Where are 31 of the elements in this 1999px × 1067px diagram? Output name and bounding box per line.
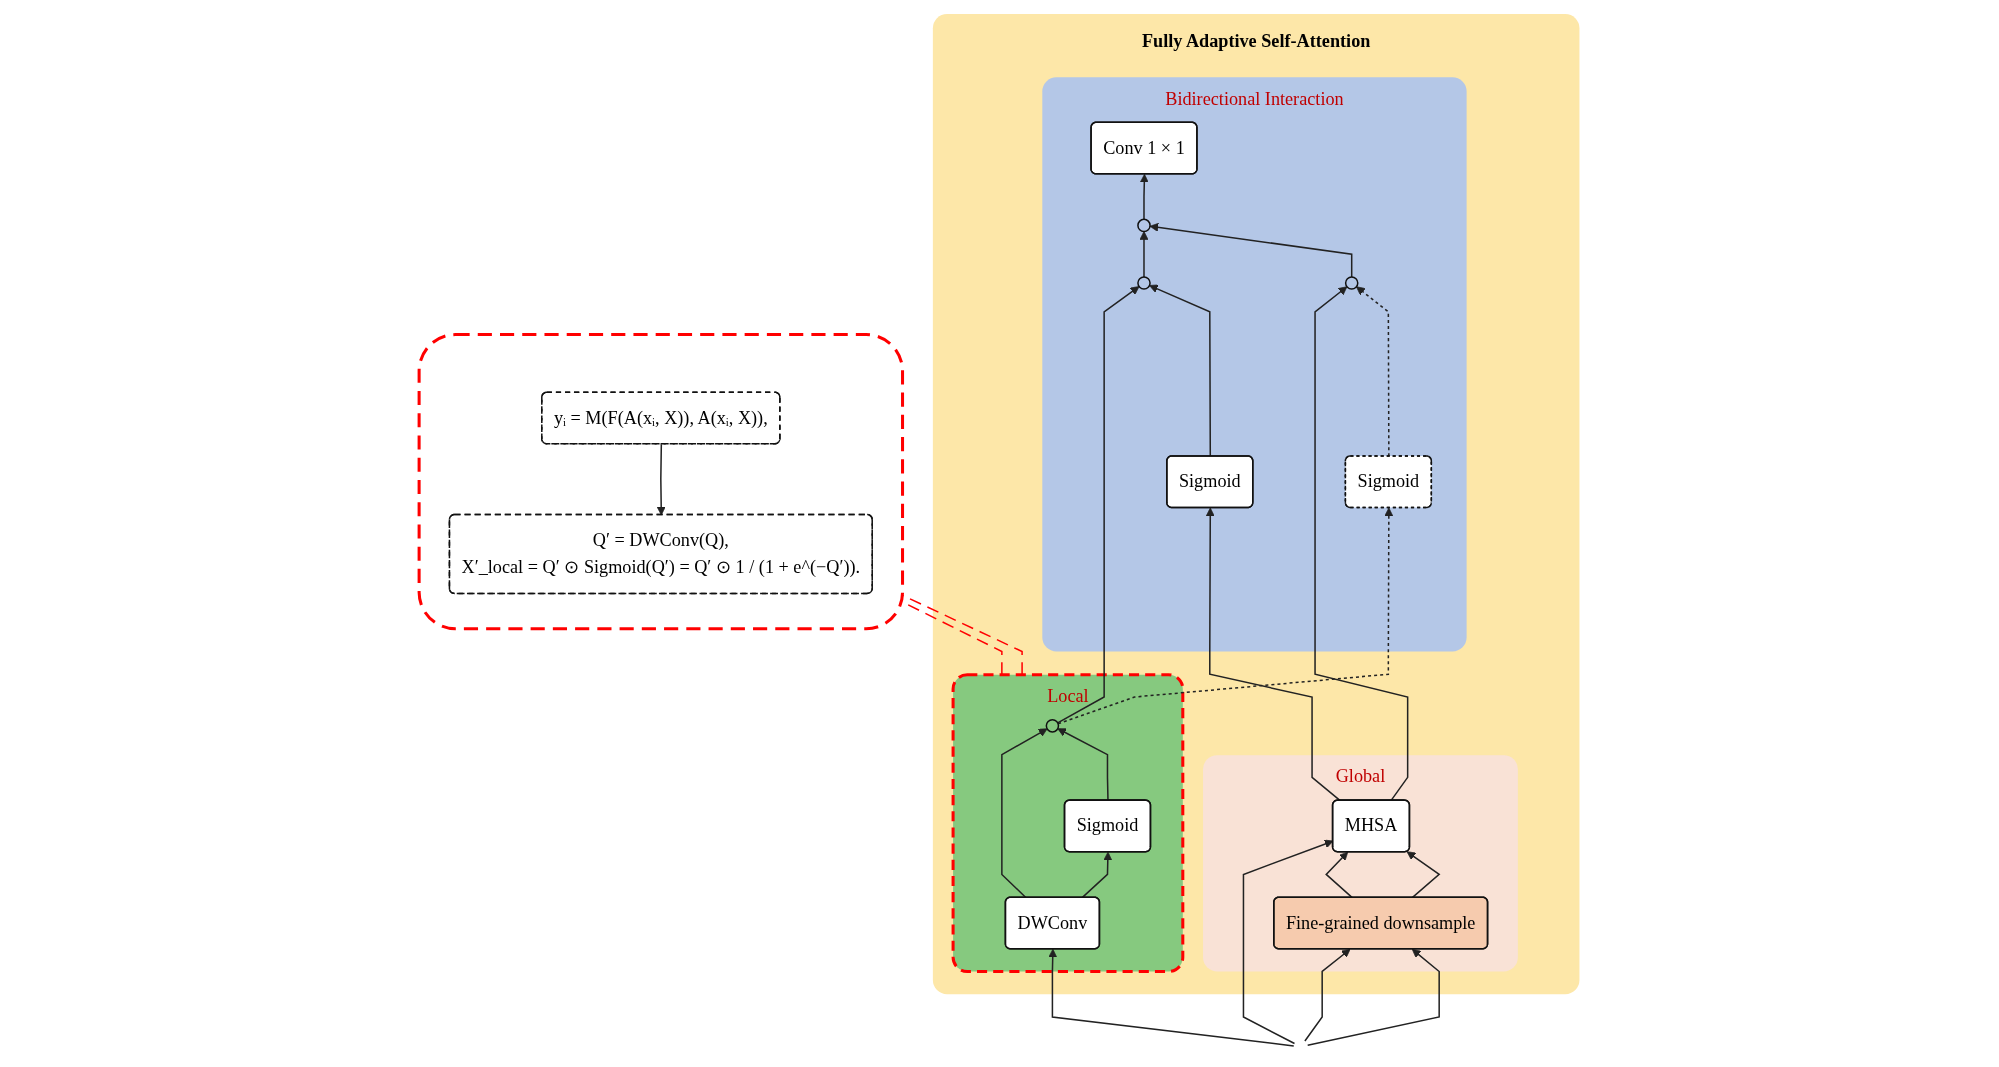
arrow: [657, 443, 666, 515]
multiply-circle: [1345, 275, 1359, 290]
process-box: Sigmoid: [1166, 454, 1254, 508]
process-box: MHSA: [1332, 798, 1411, 852]
arrow: [1304, 948, 1351, 1042]
arrow: [1057, 727, 1109, 801]
process-box: DWConv: [1004, 895, 1101, 949]
arrow: [1149, 284, 1212, 457]
process-box: Sigmoid: [1063, 798, 1152, 852]
process-box: Sigmoid: [1344, 454, 1433, 508]
formula-box: yᵢ = M(F(A(xᵢ, X)), A(xᵢ, X)),: [541, 390, 781, 444]
arrow: [1206, 507, 1342, 801]
arrow: [1057, 285, 1140, 724]
arrow: [1048, 948, 1295, 1047]
arrow: [1356, 285, 1390, 457]
arrow: [1325, 851, 1354, 898]
arrow: [1307, 948, 1441, 1046]
formula-box: Q′ = DWConv(Q), X′_local = Q′ ⊙ Sigmoid(Q′) = Q′ ⊙ 1 / (1 + e^(−Q′)).: [448, 513, 874, 594]
arrow: [1057, 507, 1394, 725]
arrow: [1139, 230, 1149, 278]
multiply-circle: [1137, 275, 1152, 290]
process-box: Fine-grained downsample: [1273, 895, 1489, 949]
multiply-circle: [1045, 718, 1060, 733]
arrow: [1140, 173, 1149, 220]
arrow: [1001, 727, 1048, 898]
arrow: [1314, 285, 1409, 801]
arrow: [1081, 851, 1113, 898]
process-box: Conv 1 × 1: [1090, 121, 1198, 175]
arrow: [1149, 222, 1353, 278]
arrow: [1406, 850, 1441, 898]
multiply-circle: [1137, 218, 1152, 232]
